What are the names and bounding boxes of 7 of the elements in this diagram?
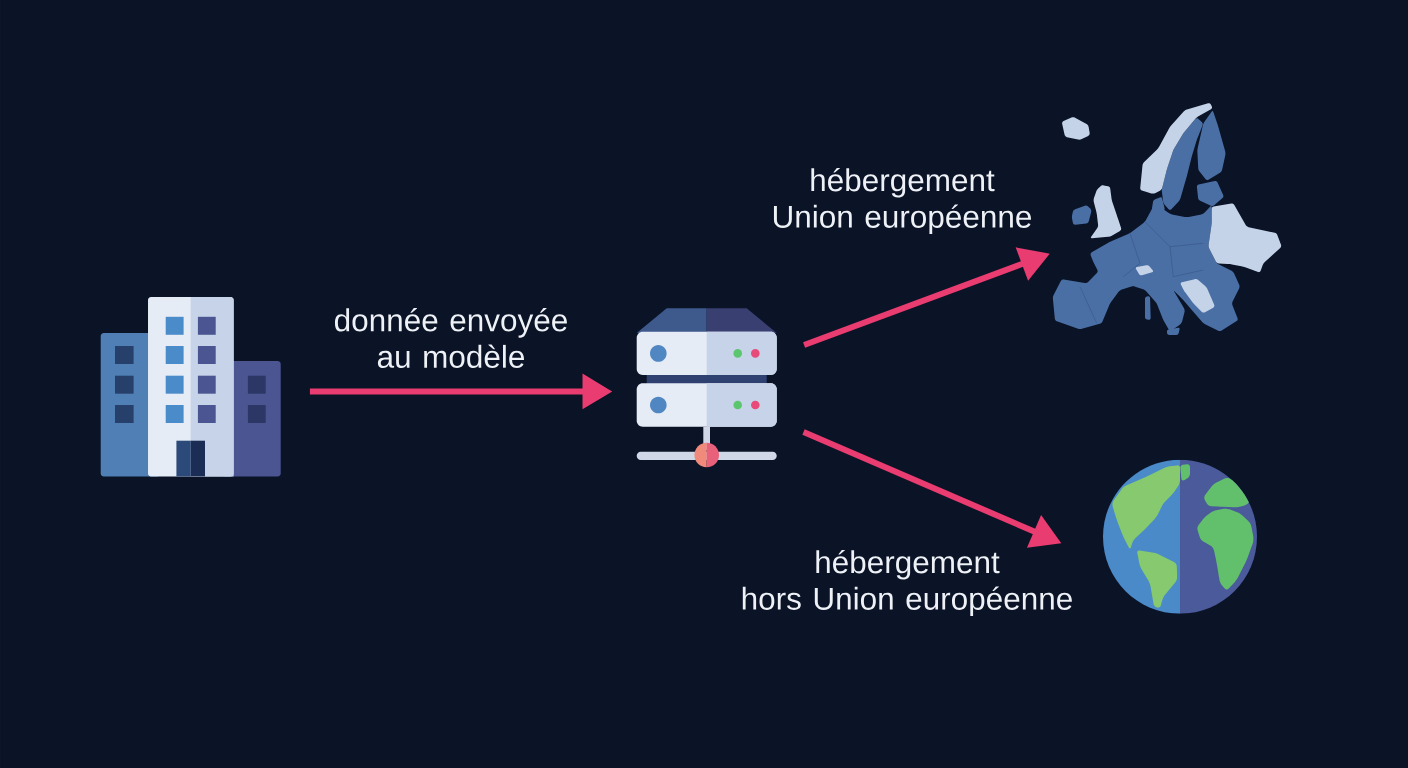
europe-map — [1052, 103, 1282, 335]
globe-icon — [1103, 459, 1257, 614]
server-icon — [636, 308, 777, 468]
edge-label: hébergement hors Union européenne — [742, 549, 1072, 617]
edge-label: donnée envoyée au modèle — [334, 308, 567, 368]
building-icon — [100, 297, 281, 477]
edge-label: hébergement Union européenne — [773, 167, 1031, 235]
